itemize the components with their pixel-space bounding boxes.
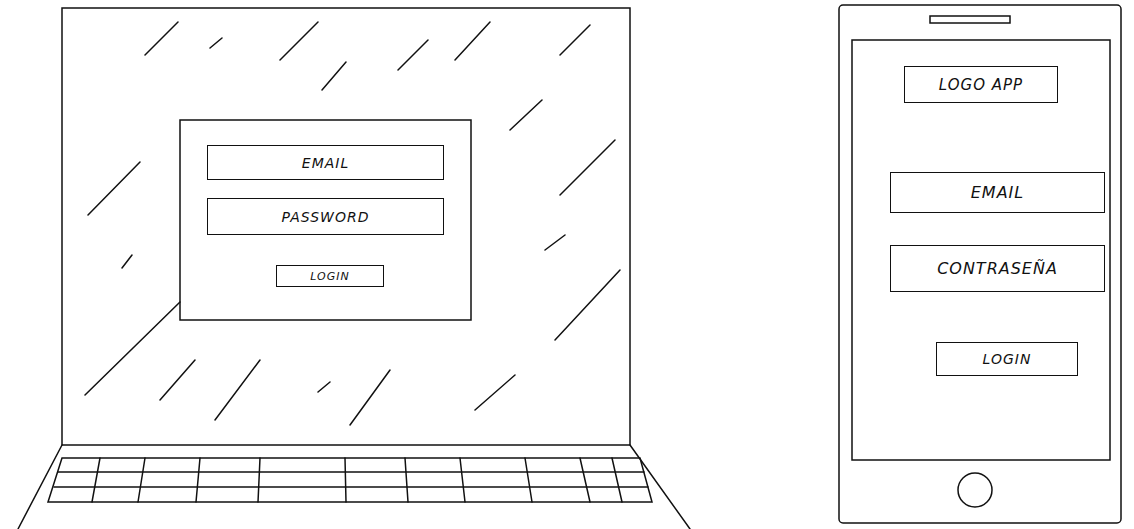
keyboard-keys [92,458,622,502]
phone-body [839,5,1121,523]
screen-glare-hatching [85,22,620,425]
field-label: EMAIL [971,183,1025,202]
keyboard-outline [48,458,652,502]
login-button: LOGIN [276,265,384,287]
field-label: PASSWORD [282,209,370,225]
laptop-base [18,445,690,529]
logo-placeholder: LOGO APP [904,66,1058,103]
field-label: LOGO APP [939,76,1023,94]
laptop-screen [62,8,630,445]
phone-screen [852,40,1110,460]
email-field: EMAIL [207,145,444,180]
phone-speaker [930,16,1010,23]
field-label: EMAIL [302,155,349,171]
password-field: PASSWORD [207,198,444,235]
phone-drawing [839,5,1121,523]
login-form-panel [180,120,471,320]
field-label: LOGIN [983,351,1032,367]
field-label: LOGIN [310,270,349,283]
laptop-drawing [18,8,690,529]
login-button: LOGIN [936,342,1078,376]
field-label: CONTRASEÑA [937,259,1058,278]
phone-home-button [958,473,992,507]
email-field: EMAIL [890,172,1105,213]
password-field: CONTRASEÑA [890,245,1105,292]
